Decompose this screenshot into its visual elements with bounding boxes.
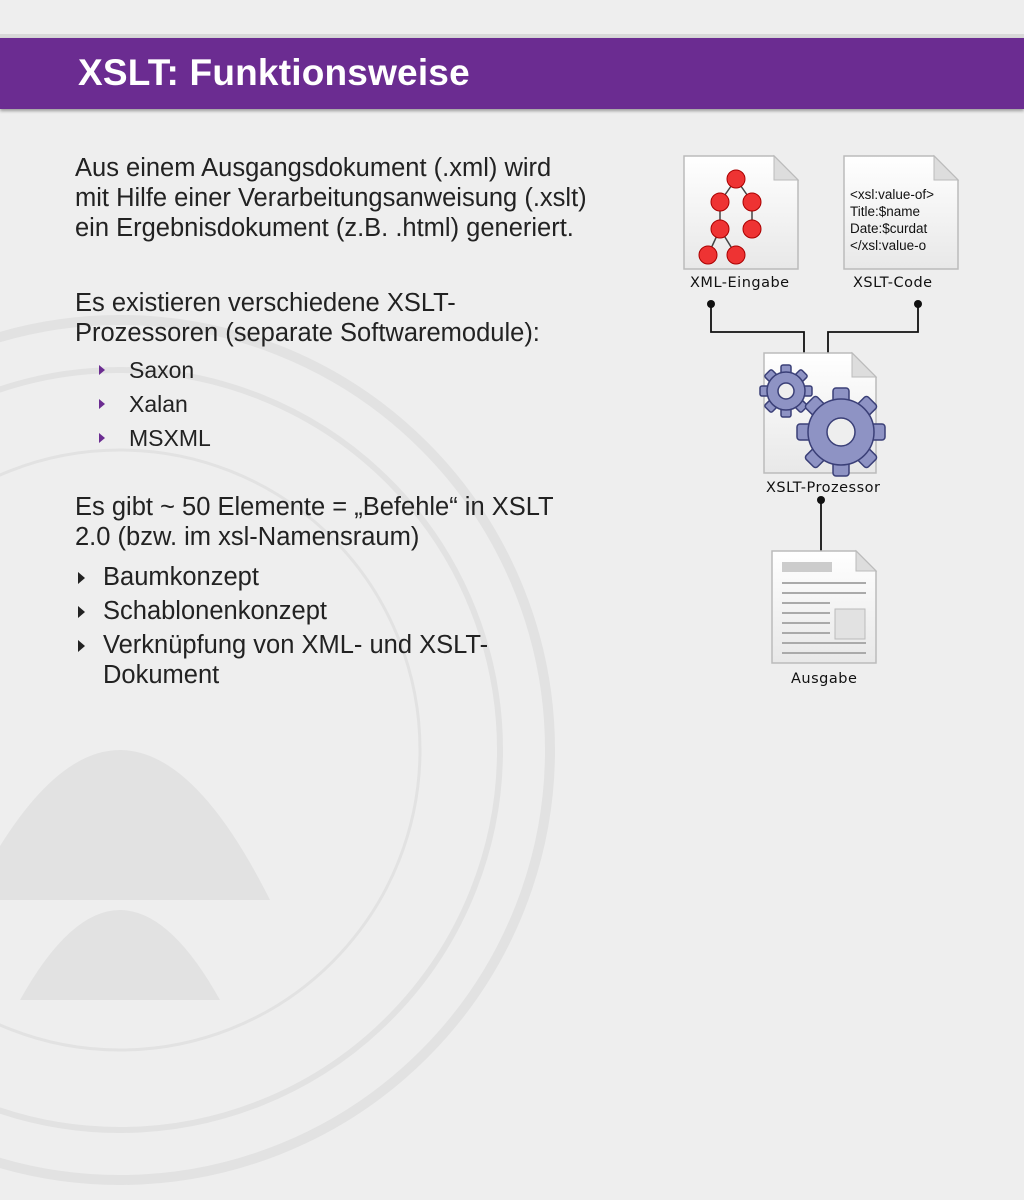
list-item: Verknüpfung von XML- und XSLT-Dokument bbox=[75, 630, 488, 690]
bullet-icon bbox=[99, 399, 105, 409]
title-bar bbox=[0, 38, 1024, 109]
elements-paragraph: Es gibt ~ 50 Elemente = „Befehle“ in XSL… bbox=[75, 492, 554, 552]
xslt-diagram: XML-Eingabe <xsl:value-of> Title:$name D… bbox=[683, 154, 960, 687]
processors-line-1: Es existieren verschiedene XSLT- bbox=[75, 289, 456, 317]
bullet-icon bbox=[78, 640, 85, 652]
connector-dot bbox=[817, 496, 825, 504]
output-label: Ausgabe bbox=[791, 671, 857, 687]
large-gear-icon bbox=[796, 387, 886, 477]
intro-paragraph: Aus einem Ausgangsdokument (.xml) wird m… bbox=[75, 153, 587, 243]
bullet-icon bbox=[78, 572, 85, 584]
concept-list: Baumkonzept Schablonenkonzept Verknüpfun… bbox=[75, 562, 488, 694]
processor-list: Saxon Xalan MSXML bbox=[96, 353, 211, 455]
bullet-icon bbox=[78, 606, 85, 618]
xslt-code-document-icon: <xsl:value-of> Title:$name Date:$curdat … bbox=[843, 154, 960, 270]
xslt-processor-icon bbox=[759, 351, 886, 477]
elements-line-2: 2.0 (bzw. im xsl-Namensraum) bbox=[75, 523, 420, 551]
xslt-processor-label: XSLT-Prozessor bbox=[766, 480, 880, 496]
xml-document-icon bbox=[683, 154, 800, 270]
elements-line-1: Es gibt ~ 50 Elemente = „Befehle“ in XSL… bbox=[75, 493, 554, 521]
code-line-3: Date:$curdat bbox=[850, 221, 928, 236]
connector-dot bbox=[707, 300, 715, 308]
xml-input-label: XML-Eingabe bbox=[690, 275, 790, 291]
list-item: MSXML bbox=[96, 421, 211, 455]
xslt-code-label: XSLT-Code bbox=[853, 275, 933, 291]
processors-line-2: Prozessoren (separate Softwaremodule): bbox=[75, 319, 540, 347]
bullet-icon bbox=[99, 365, 105, 375]
list-item: Schablonenkonzept bbox=[75, 596, 488, 626]
bullet-icon bbox=[99, 433, 105, 443]
output-document-icon bbox=[771, 549, 878, 664]
intro-line-1: Aus einem Ausgangsdokument (.xml) wird bbox=[75, 154, 552, 182]
code-line-2: Title:$name bbox=[850, 204, 920, 219]
list-item: Baumkonzept bbox=[75, 562, 488, 592]
code-line-1: <xsl:value-of> bbox=[850, 187, 934, 202]
intro-line-3: ein Ergebnisdokument (z.B. .html) generi… bbox=[75, 214, 574, 242]
list-item: Saxon bbox=[96, 353, 211, 387]
small-gear-icon bbox=[759, 364, 813, 418]
header-shadow bbox=[0, 34, 1024, 38]
slide-title: XSLT: Funktionsweise bbox=[78, 52, 470, 93]
connector-dot bbox=[914, 300, 922, 308]
processors-paragraph: Es existieren verschiedene XSLT- Prozess… bbox=[75, 288, 540, 348]
background-seal-watermark bbox=[0, 315, 555, 1185]
code-line-4: </xsl:value-o bbox=[850, 238, 926, 253]
intro-line-2: mit Hilfe einer Verarbeitungsanweisung (… bbox=[75, 184, 587, 212]
list-item: Xalan bbox=[96, 387, 211, 421]
